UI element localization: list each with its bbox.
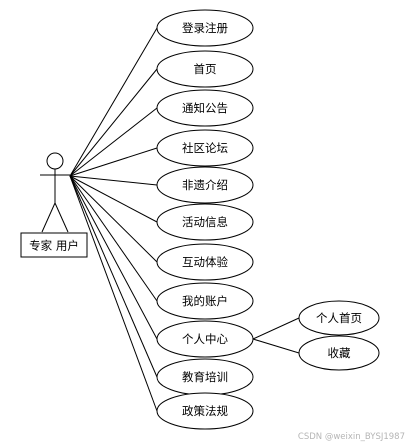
use-case-home: 首页 — [156, 50, 254, 88]
sub-use-case-profile-label: 个人首页 — [316, 311, 362, 325]
use-case-forum-ellipse — [156, 129, 254, 167]
use-case-heritage-label: 非遗介绍 — [182, 178, 228, 192]
use-case-login: 登录注册 — [156, 9, 254, 47]
use-case-center: 个人中心 — [156, 320, 254, 358]
association-line-policy — [69, 175, 158, 412]
sub-use-case-favorites-ellipse — [298, 335, 380, 371]
use-case-notice-label: 通知公告 — [182, 101, 228, 115]
use-case-activity-ellipse — [156, 203, 254, 241]
use-case-activity-label: 活动信息 — [182, 215, 228, 229]
use-case-center-label: 个人中心 — [182, 332, 228, 346]
actor-label: 专家 用户 — [29, 239, 79, 253]
use-case-home-ellipse — [156, 50, 254, 88]
use-case-interact: 互动体验 — [156, 243, 254, 281]
use-case-login-ellipse — [156, 9, 254, 47]
association-line-notice — [69, 107, 158, 177]
use-case-notice-ellipse — [156, 89, 254, 127]
use-case-forum-label: 社区论坛 — [182, 141, 228, 155]
use-case-heritage: 非遗介绍 — [156, 166, 254, 204]
use-case-forum: 社区论坛 — [156, 129, 254, 167]
actor-right-leg — [54, 202, 69, 233]
use-case-center-ellipse — [156, 320, 254, 358]
use-case-login-label: 登录注册 — [182, 21, 228, 35]
use-case-account-ellipse — [156, 282, 254, 320]
use-case-policy-label: 政策法规 — [182, 404, 228, 418]
association-line-center — [69, 175, 158, 340]
use-cases: 登录注册首页通知公告社区论坛非遗介绍活动信息互动体验我的账户个人中心教育培训政策… — [156, 9, 254, 430]
sub-use-case-favorites-label: 收藏 — [328, 346, 351, 360]
association-line-home — [69, 68, 158, 177]
use-case-account-label: 我的账户 — [182, 294, 228, 308]
use-case-account: 我的账户 — [156, 282, 254, 320]
sub-use-case-favorites: 收藏 — [298, 335, 380, 371]
actor-label-box: 专家 用户 — [20, 232, 88, 258]
association-line-favorites — [252, 338, 300, 354]
association-line-activity — [69, 175, 158, 223]
use-case-interact-ellipse — [156, 243, 254, 281]
association-line-forum — [69, 147, 158, 177]
use-case-education: 教育培训 — [156, 358, 254, 396]
actor-head — [46, 152, 64, 170]
association-line-login — [69, 27, 158, 177]
watermark: CSDN @weixin_BYSJ1987 — [297, 432, 405, 442]
use-case-notice: 通知公告 — [156, 89, 254, 127]
association-line-profile — [252, 317, 300, 340]
association-lines — [69, 27, 300, 412]
sub-use-case-profile-ellipse — [298, 300, 380, 336]
use-case-education-label: 教育培训 — [182, 370, 228, 384]
use-case-home-label: 首页 — [194, 62, 217, 76]
use-case-policy-ellipse — [156, 392, 254, 430]
association-line-account — [69, 175, 158, 302]
association-line-education — [69, 175, 158, 378]
association-line-interact — [69, 175, 158, 263]
actor-figure — [40, 152, 70, 233]
use-case-policy: 政策法规 — [156, 392, 254, 430]
use-case-heritage-ellipse — [156, 166, 254, 204]
use-case-interact-label: 互动体验 — [182, 255, 228, 269]
use-case-activity: 活动信息 — [156, 203, 254, 241]
association-line-heritage — [69, 175, 158, 186]
sub-use-case-profile: 个人首页 — [298, 300, 380, 336]
actor-left-leg — [41, 202, 56, 233]
